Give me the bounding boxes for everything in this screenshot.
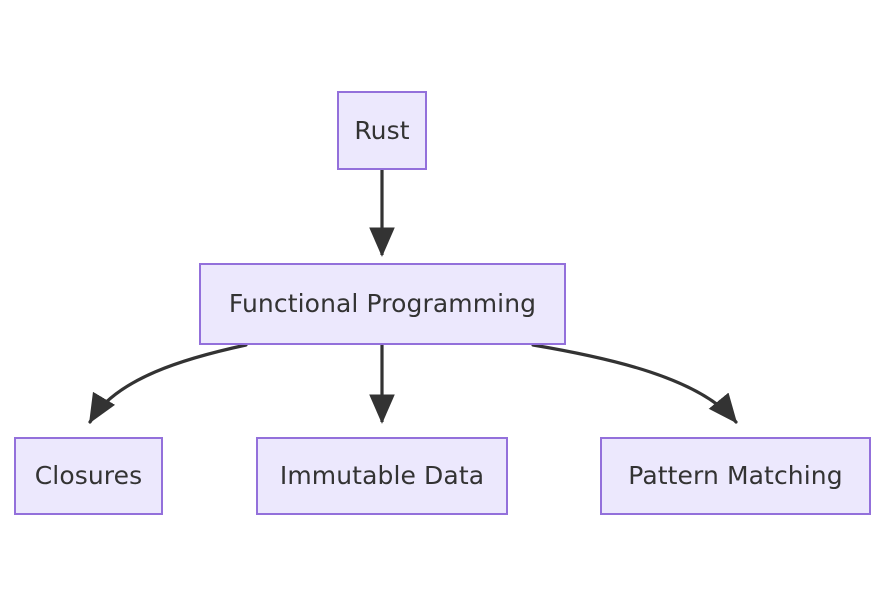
- node-label-closures: Closures: [34, 461, 143, 490]
- edge-functional-to-closures: [88, 343, 248, 424]
- edge-functional-to-pattern: [531, 343, 738, 424]
- flowchart-node-rust[interactable]: Rust: [337, 91, 427, 170]
- node-label-functional-programming: Functional Programming: [228, 289, 537, 318]
- node-label-pattern-matching: Pattern Matching: [628, 461, 843, 490]
- node-label-immutable-data: Immutable Data: [279, 461, 485, 490]
- flowchart-node-closures[interactable]: Closures: [14, 437, 163, 515]
- flowchart-node-functional-programming[interactable]: Functional Programming: [199, 263, 566, 345]
- flowchart-node-immutable-data[interactable]: Immutable Data: [256, 437, 508, 515]
- flowchart-node-pattern-matching[interactable]: Pattern Matching: [600, 437, 871, 515]
- node-label-rust: Rust: [354, 115, 410, 145]
